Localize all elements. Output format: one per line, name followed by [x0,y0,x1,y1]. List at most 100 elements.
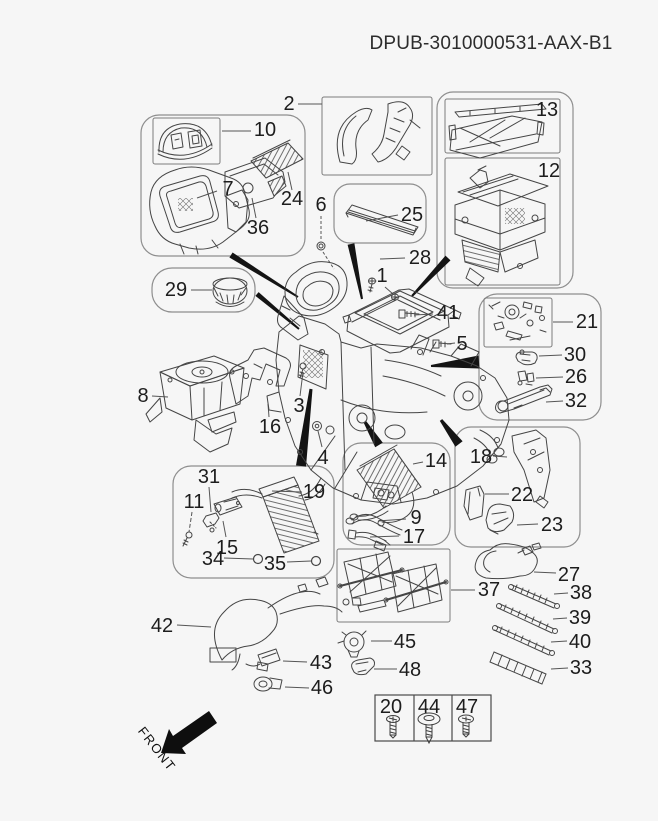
box-seal-kit-10 [152,117,221,165]
part-bracket-30 [515,349,538,366]
callout-14: 14 [424,450,448,472]
box-heater-core-group [342,442,451,546]
box-seal-25 [333,183,427,244]
part-grille-33 [489,651,547,685]
part-air-doors-37 [337,551,449,613]
callout-43: 43 [309,652,333,674]
part-seal-strip-25 [345,204,419,236]
callout-9: 9 [410,507,422,529]
callout-6: 6 [315,194,327,216]
table-header-20: 20 [379,696,403,718]
part-main-hvac-unit [266,261,510,505]
callout-23: 23 [540,514,564,536]
part-wire-harness-42 [209,576,362,672]
part-bolt-41 [398,309,420,319]
box-filter-housing-group [140,114,306,257]
part-defroster-duct-2 [336,101,421,165]
callout-15: 15 [215,537,239,559]
screw-44-icon [417,712,441,745]
box-kit-21 [483,297,553,348]
leader-boxA-to-unit [229,252,299,298]
callout-8: 8 [137,385,149,407]
leader-box25-to-unit [347,243,363,300]
part-clip-26 [517,370,535,386]
screw-47-icon [458,714,474,738]
table-header-44: 44 [417,696,441,718]
callout-30: 30 [563,344,587,366]
callout-34: 34 [201,548,225,570]
callout-2: 2 [283,93,295,115]
part-cabin-filter-24 [250,139,304,179]
part-duct-23 [485,503,515,535]
box-air-doors-37 [336,548,451,623]
callout-16: 16 [258,416,282,438]
part-sensor-48 [351,657,375,676]
part-nut-6 [316,241,326,251]
callout-12: 12 [537,160,561,182]
part-link-rod-40 [492,625,555,656]
box-hardware-group [478,293,602,421]
part-grommet-46 [253,676,283,692]
callout-10: 10 [253,119,277,141]
callout-11: 11 [183,491,205,513]
part-wire-27 [474,542,542,580]
part-pipe-9 [345,514,403,536]
part-orings-34-35 [252,553,322,567]
callout-33: 33 [569,657,593,679]
callout-18: 18 [469,446,493,468]
callout-27: 27 [557,564,581,586]
callout-38: 38 [569,582,593,604]
callout-17: 17 [402,526,426,548]
callout-39: 39 [568,607,592,629]
callout-25: 25 [400,204,424,226]
part-heater-assembly-12 [454,165,549,287]
callout-41: 41 [436,302,460,324]
part-bolt-5 [432,339,452,349]
document-code: DPUB-3010000531-AAX-B1 [369,33,613,54]
part-seal-kit-10 [157,123,213,160]
box-part-13 [444,98,561,154]
front-direction-arrow [161,711,217,754]
group-boxes [140,91,602,623]
box-evaporator-group [172,465,335,579]
part-actuator-45 [337,630,367,658]
callout-29: 29 [164,279,188,301]
callout-3: 3 [293,395,305,417]
part-clip-43 [257,648,281,667]
callout-32: 32 [564,390,588,412]
callout-22: 22 [510,484,534,506]
part-screw-11 [182,531,193,547]
callout-leader-lines [151,103,573,689]
part-bracket-31 [202,512,220,533]
callout-24: 24 [280,188,304,210]
leader-unit-to-hardware [430,355,480,369]
leader-unit-to-ducts [439,419,463,447]
leader-unit-to-evaporator [296,388,313,467]
leader-arrows [229,243,480,467]
callout-37: 37 [477,579,501,601]
part-hardware-kit-21 [488,301,547,341]
part-filter-cover-36 [224,157,287,209]
callout-31: 31 [197,466,221,488]
callout-28: 28 [408,247,432,269]
callout-48: 48 [398,659,422,681]
table-header-47: 47 [455,696,479,718]
callout-36: 36 [246,217,270,239]
callout-42: 42 [150,615,174,637]
part-link-rod-38 [508,584,560,609]
callout-5: 5 [456,333,468,355]
part-duct-18 [511,429,551,509]
part-bracket-32 [495,384,553,414]
box-part-12 [444,157,561,286]
box-assembly-group [436,91,574,289]
part-pipe-17 [347,529,391,552]
leader-box29-to-unit [255,292,300,330]
part-evaporator-19 [231,476,320,554]
part-pipe-connector-15 [213,496,243,516]
callout-19: 19 [302,481,326,503]
leader-boxC-to-unit [411,255,451,297]
part-blower-housing-8 [145,355,245,453]
callout-35: 35 [263,553,287,575]
